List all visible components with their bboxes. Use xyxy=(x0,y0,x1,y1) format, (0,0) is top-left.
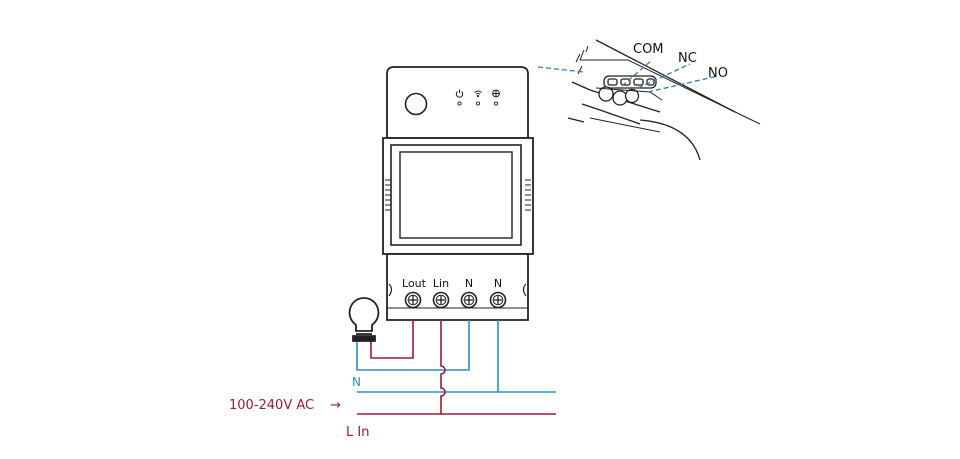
network-led xyxy=(493,101,499,106)
nc-leader xyxy=(637,63,691,89)
lin-to-live-wire xyxy=(440,320,446,414)
supply-voltage-label: 100-240V AC xyxy=(229,398,314,413)
no-leader xyxy=(647,75,719,93)
screw-terminal-icon xyxy=(489,291,507,309)
lout-to-lamp-wire xyxy=(370,320,414,359)
line-in-label: L In xyxy=(346,425,369,440)
com-leader xyxy=(621,59,653,87)
relay-no-label: NO xyxy=(708,66,728,81)
terminal-label-n1: N xyxy=(465,277,473,290)
relay-detail xyxy=(567,39,761,161)
relay-nc-label: NC xyxy=(678,51,697,66)
terminal-block xyxy=(386,253,529,321)
terminal-label-lin: Lin xyxy=(433,277,449,290)
neutral-label: N xyxy=(352,375,361,389)
relay-leaders xyxy=(537,59,719,93)
relay-com-label: COM xyxy=(633,42,664,57)
terminal-label-lout: Lout xyxy=(402,277,427,290)
wifi-icon xyxy=(474,90,482,98)
housing-leader xyxy=(537,66,585,73)
pairing-button[interactable] xyxy=(404,92,428,116)
display-screen xyxy=(399,151,513,239)
screw-terminal-icon xyxy=(460,291,478,309)
power-icon xyxy=(455,89,464,98)
screw-terminal-icon xyxy=(404,291,422,309)
screw-terminal-icon xyxy=(432,291,450,309)
power-led xyxy=(457,101,462,106)
left-vent xyxy=(385,179,391,211)
device-top-cap xyxy=(386,66,529,139)
lamp-to-neutral-wire xyxy=(356,320,470,371)
right-vent xyxy=(525,179,531,211)
supply-arrow: → xyxy=(330,398,341,413)
wiring xyxy=(356,320,556,415)
network-icon xyxy=(492,89,500,98)
wifi-led xyxy=(475,101,481,106)
bulb-icon xyxy=(348,297,380,342)
terminal-label-n2: N xyxy=(494,277,502,290)
device: Lout Lin N N xyxy=(382,66,534,321)
